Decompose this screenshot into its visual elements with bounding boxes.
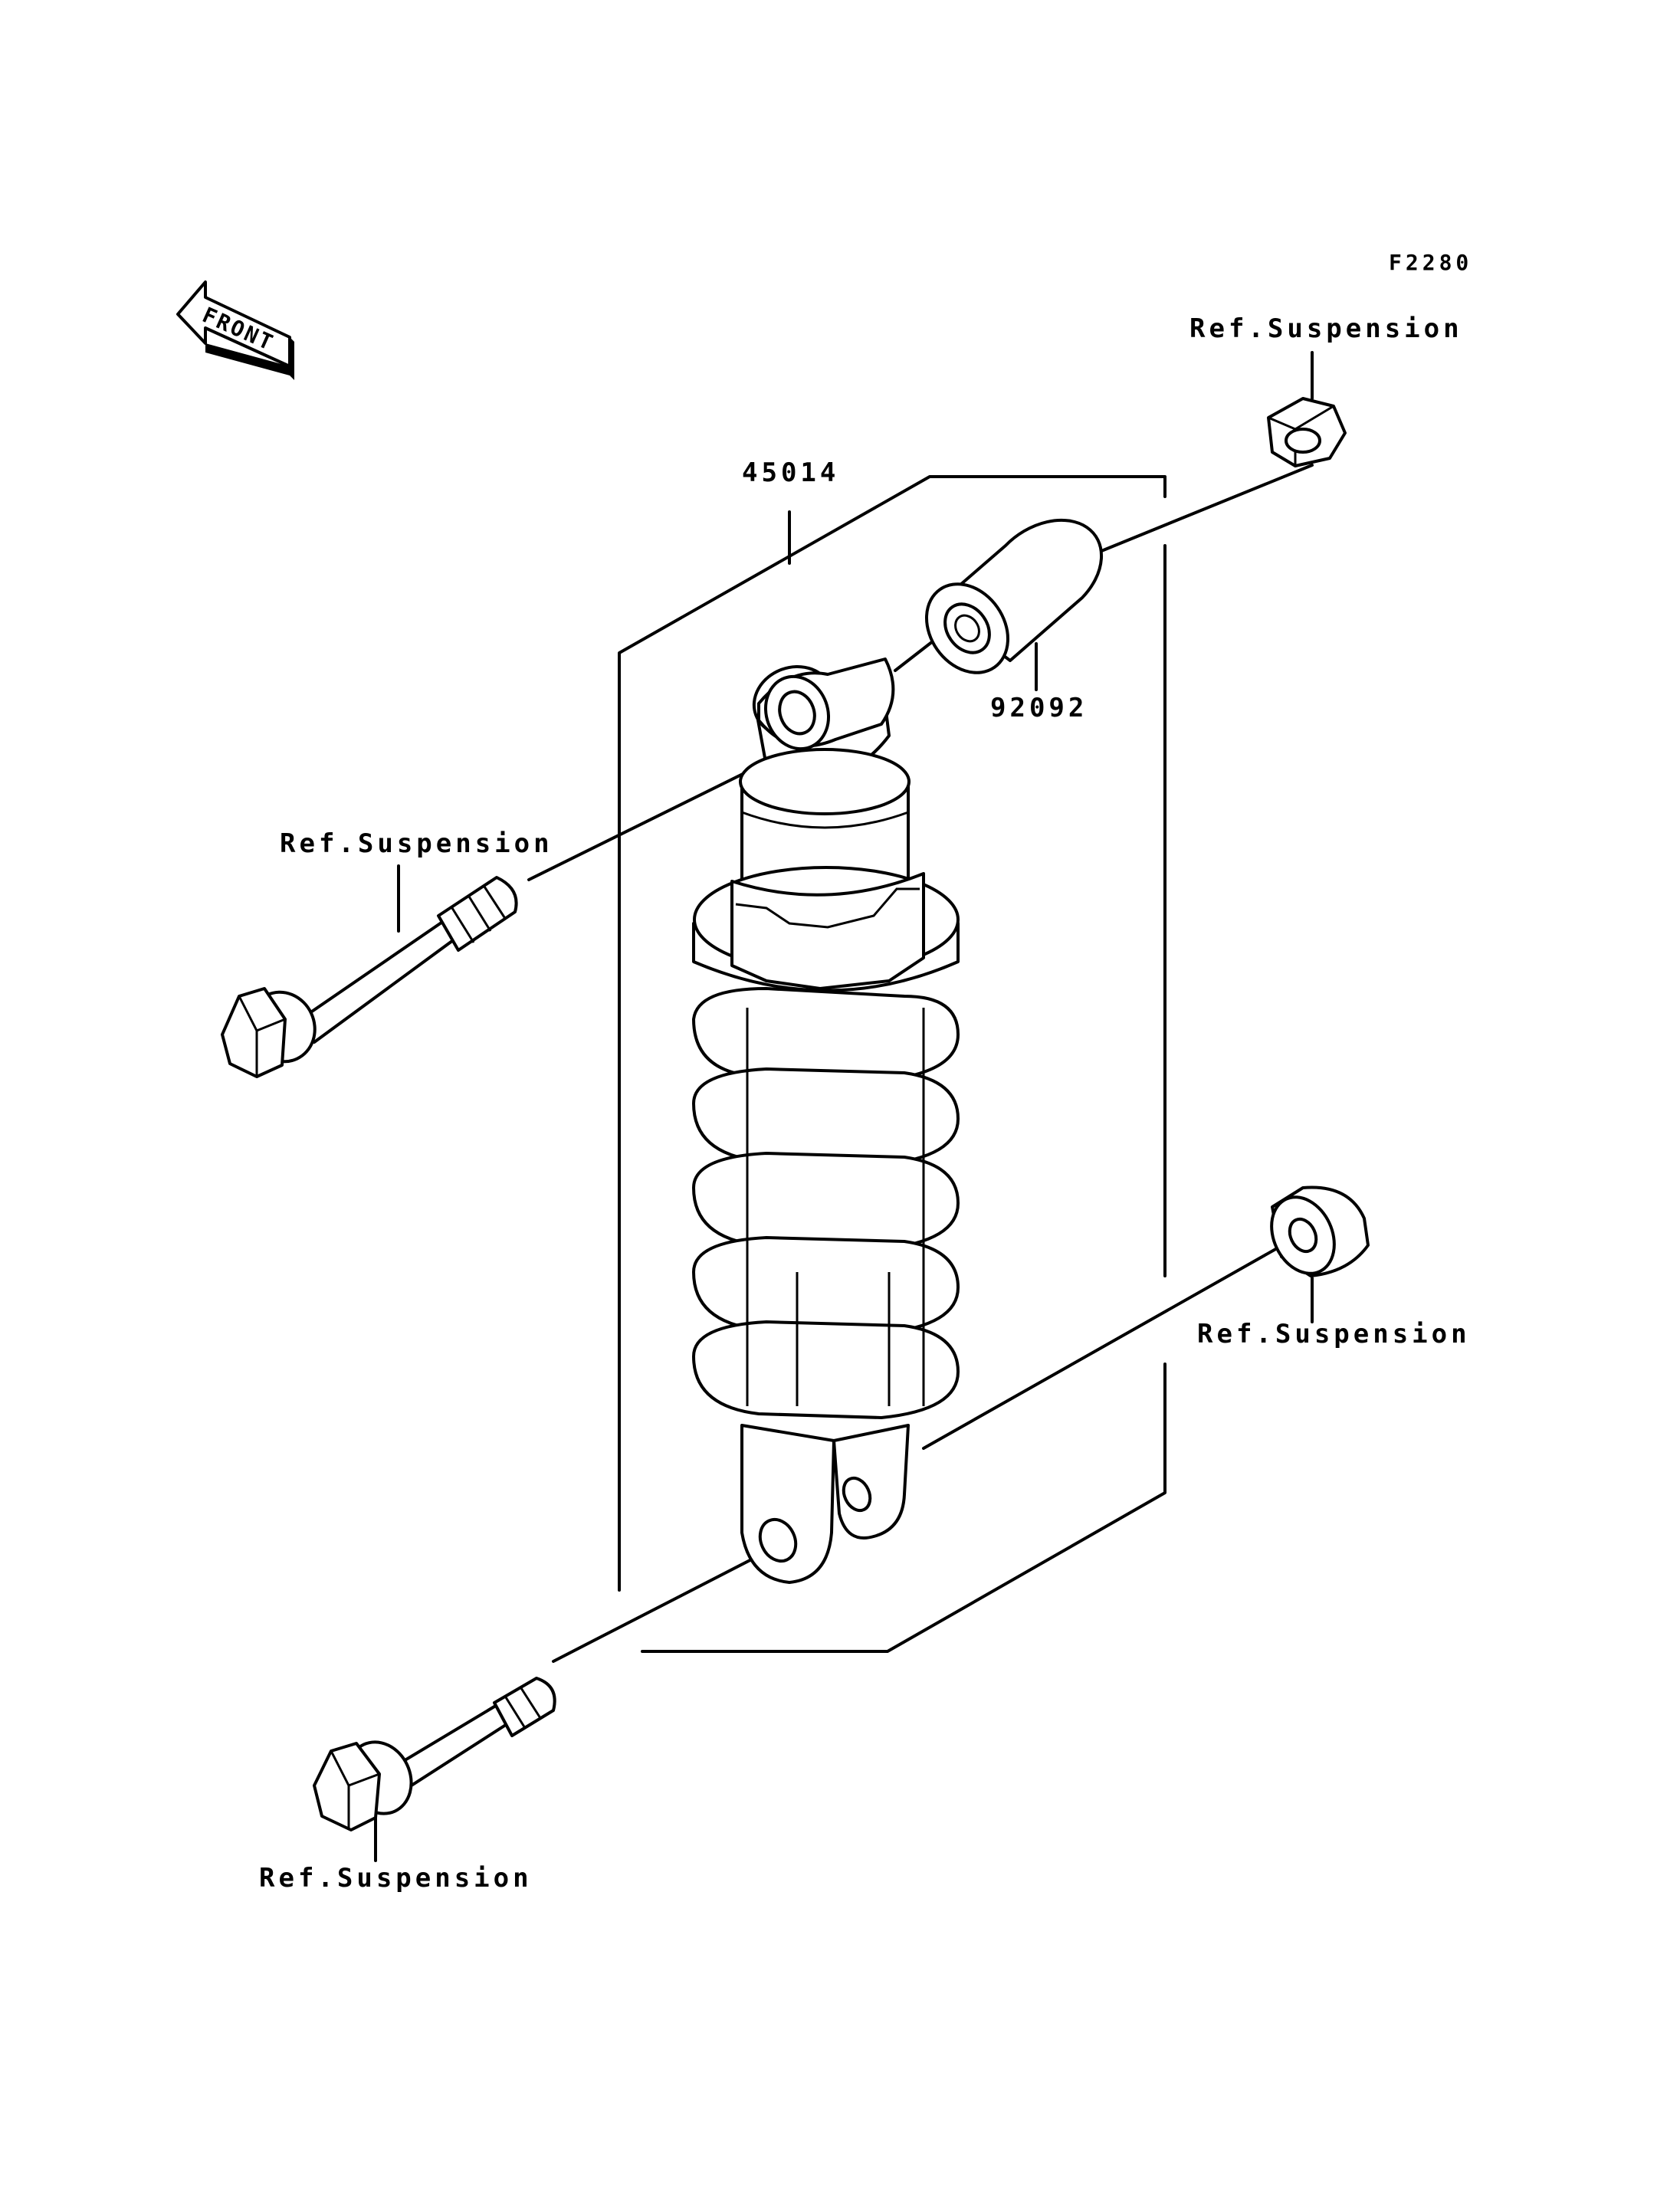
label-ref-suspension-upper-bolt: Ref.Suspension (280, 828, 553, 859)
assembly-bracket (618, 475, 1166, 1653)
coil-spring (692, 987, 960, 1419)
hex-nut-top-right (1267, 397, 1347, 467)
upper-bolt (221, 876, 518, 1078)
label-ref-suspension-lower-bolt: Ref.Suspension (259, 1863, 533, 1894)
label-92092: 92092 (990, 693, 1088, 723)
label-ref-suspension-lower-right: Ref.Suspension (1197, 1319, 1471, 1349)
lower-bolt (313, 1677, 556, 1831)
front-direction-arrow-icon: FRONT (176, 280, 294, 380)
label-45014: 45014 (742, 457, 839, 488)
flange-nut-lower-right (1270, 1185, 1370, 1277)
shock-absorber-45014 (692, 657, 960, 1584)
label-ref-suspension-top-right: Ref.Suspension (1189, 313, 1463, 344)
bushing-92092 (924, 518, 1104, 674)
figure-code: F2280 (1389, 250, 1472, 275)
